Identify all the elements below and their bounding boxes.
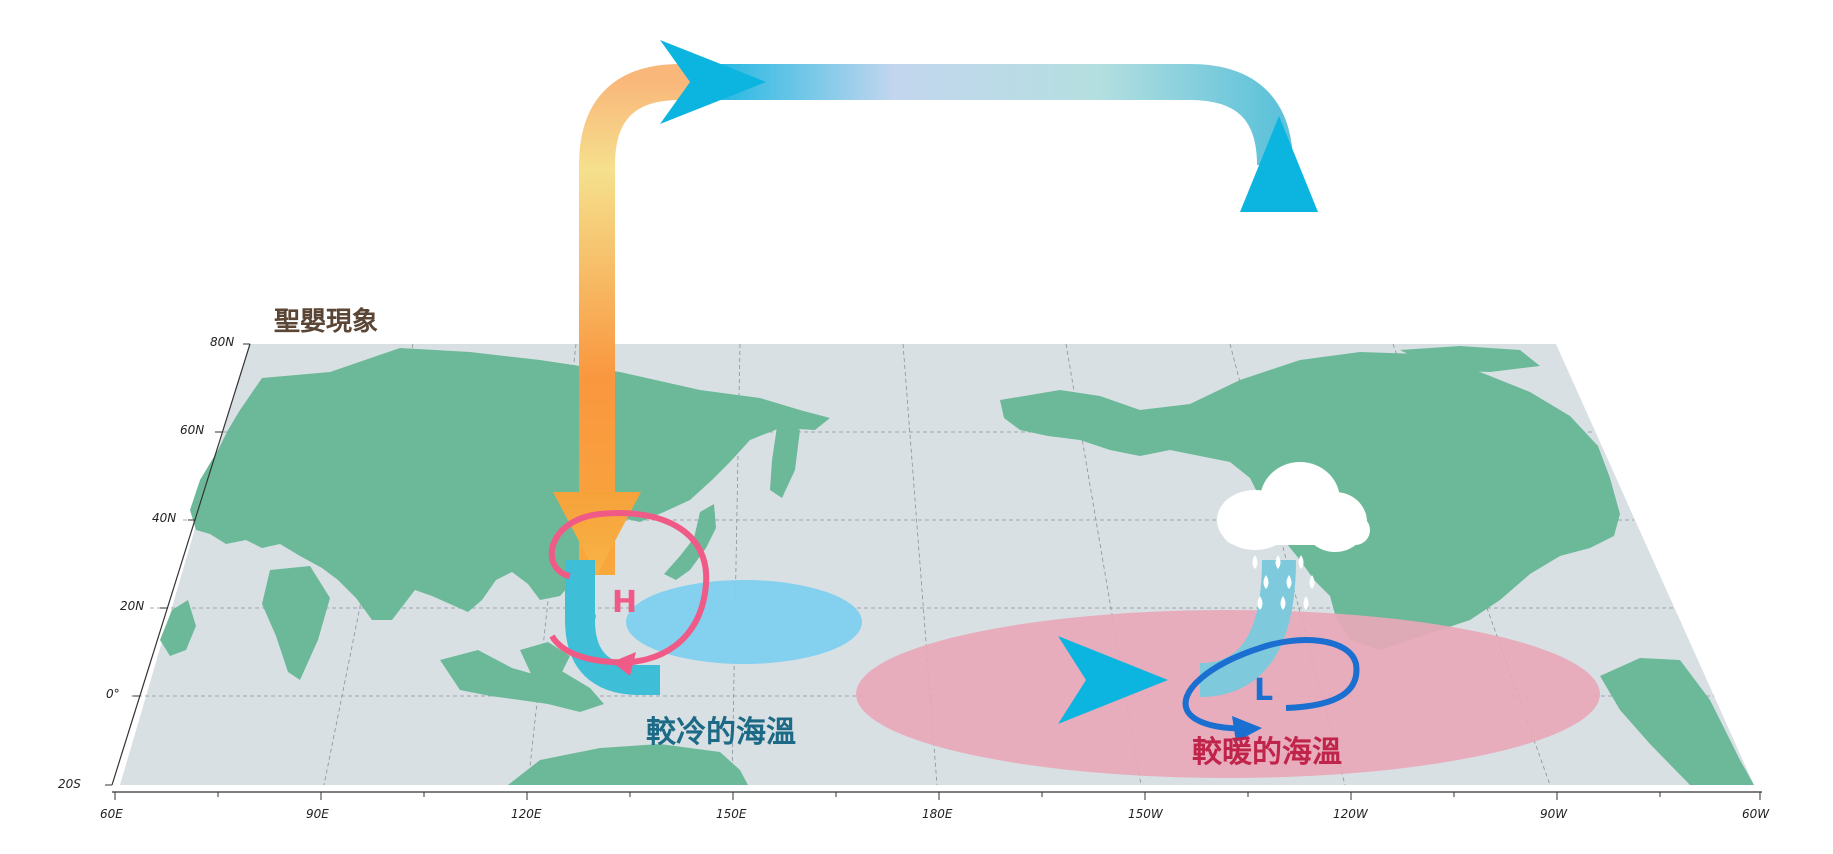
lon-label-150w: 150W — [1128, 807, 1164, 821]
lon-label-150e: 150E — [716, 807, 747, 821]
lat-label-60n: 60N — [180, 423, 204, 437]
lat-label-20s: 20S — [58, 777, 81, 791]
landmass-india — [262, 566, 330, 680]
landmass-kamchatka — [770, 420, 800, 498]
high-pressure-label: H — [612, 585, 637, 620]
diagram-title: 聖嬰現象 — [274, 306, 378, 337]
lon-label-90w: 90W — [1540, 807, 1568, 821]
lon-label-60w: 60W — [1742, 807, 1770, 821]
landmass-indonesia — [440, 650, 604, 712]
landmass-arctic-islands — [1400, 346, 1540, 372]
cold-sst-pool — [626, 580, 862, 664]
upper-westward-arrow — [690, 64, 1293, 166]
lat-label-80n: 80N — [210, 335, 234, 349]
low-pressure-label: L — [1254, 673, 1273, 708]
latitude-axis: 80N 60N 40N 20N 0° 20S — [58, 335, 251, 791]
landmass-japan — [664, 504, 716, 580]
lon-label-120w: 120W — [1333, 807, 1369, 821]
lat-label-0: 0° — [106, 687, 120, 701]
landmass-arabia — [160, 600, 196, 656]
lat-label-40n: 40N — [152, 511, 176, 525]
lon-label-120e: 120E — [511, 807, 542, 821]
lon-label-60e: 60E — [100, 807, 123, 821]
descending-air-arrow — [579, 64, 700, 575]
lower-eastward-arrowhead — [1058, 636, 1168, 724]
land-masses — [160, 346, 1754, 785]
rain-cloud-icon — [1217, 462, 1370, 610]
landmass-south-america — [1600, 658, 1754, 785]
lat-label-20n: 20N — [120, 599, 144, 613]
low-pressure-icon: L — [1182, 637, 1360, 742]
landmass-asia — [190, 348, 830, 620]
high-pressure-icon: H — [548, 510, 710, 676]
landmass-borneo — [520, 642, 570, 676]
lon-label-180e: 180E — [922, 807, 953, 821]
descending-stem — [565, 560, 660, 695]
rising-arrowhead — [1240, 116, 1318, 212]
longitude-axis: 60E 90E 120E 150E 180E 150W 120W 90W 60W — [100, 791, 1770, 821]
warm-sst-label: 較暖的海溫 — [1192, 735, 1342, 770]
landmass-australia — [508, 744, 748, 785]
upper-westward-arrowhead — [660, 40, 766, 124]
lon-label-90e: 90E — [306, 807, 329, 821]
warm-sst-pool — [856, 610, 1600, 778]
cold-sst-label: 較冷的海溫 — [646, 715, 796, 750]
